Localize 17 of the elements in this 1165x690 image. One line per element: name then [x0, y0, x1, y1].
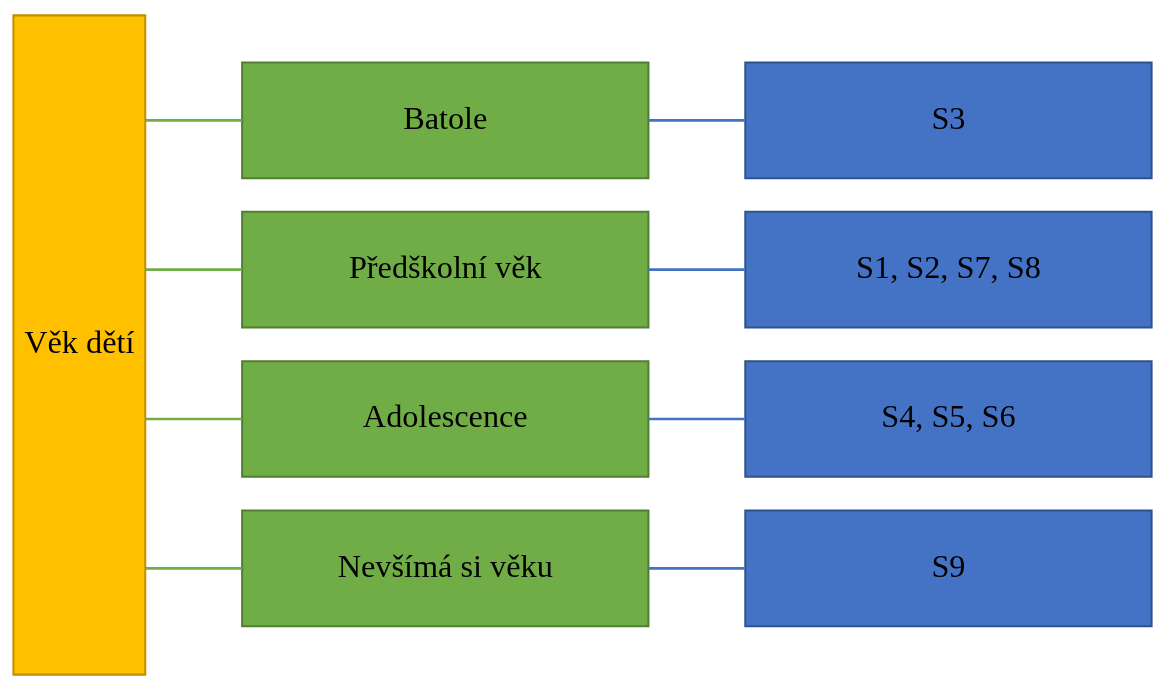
connector	[648, 118, 745, 122]
node-box: Nevšímá si věku	[241, 509, 650, 628]
node-box: S1, S2, S7, S8	[744, 210, 1153, 329]
node-box: S9	[744, 509, 1153, 628]
connector	[145, 417, 242, 421]
connector	[145, 118, 242, 122]
connector	[145, 567, 242, 570]
node-box: Adolescence	[241, 360, 650, 478]
connector	[145, 268, 242, 271]
node-box: S4, S5, S6	[744, 360, 1153, 478]
connector	[648, 567, 745, 570]
node-box: Věk dětí	[12, 14, 147, 676]
connector	[648, 417, 745, 421]
node-box: Předškolní věk	[241, 210, 650, 329]
node-box: Batole	[241, 61, 650, 180]
node-box: S3	[744, 61, 1153, 180]
connector	[648, 268, 745, 271]
